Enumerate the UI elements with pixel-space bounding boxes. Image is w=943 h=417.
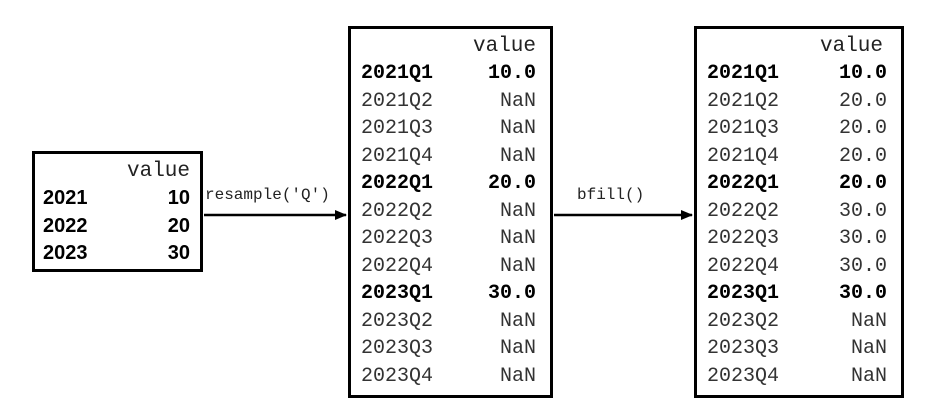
resampled-table-row: 2022Q2 NaN: [351, 200, 550, 227]
filled-table-row-index: 2021Q1: [707, 62, 780, 85]
source-table-row-index: 2022: [43, 214, 88, 237]
source-table-row: 2023 30: [35, 242, 200, 269]
filled-table-row: 2023Q1 30.0: [697, 282, 901, 309]
filled-table-row-value: 30.0: [838, 199, 887, 223]
filled-table-row: 2022Q4 30.0: [697, 255, 901, 282]
resampled-table-row-index: 2023Q1: [361, 282, 434, 305]
filled-table-row-value: 10.0: [838, 62, 887, 85]
filled-table-row: 2023Q2 NaN: [697, 310, 901, 337]
resampled-table-row: 2023Q2 NaN: [351, 310, 550, 337]
resampled-table-row-index: 2022Q4: [361, 254, 434, 278]
source-table-row-index: 2023: [43, 242, 88, 264]
filled-table-row-index: 2022Q1: [707, 172, 780, 195]
resampled-table-row-value: NaN: [499, 309, 536, 333]
filled-table-row-value: 20.0: [838, 117, 887, 140]
resampled-table-row-index: 2023Q3: [361, 337, 434, 360]
filled-table-row-value: NaN: [850, 337, 887, 360]
filled-table-row-value: NaN: [850, 309, 887, 333]
resampled-table-row: 2022Q4 NaN: [351, 255, 550, 282]
filled-table-row-value: 20.0: [838, 172, 887, 195]
filled-table-row: 2021Q2 20.0: [697, 90, 901, 117]
filled-table-row-index: 2021Q3: [707, 117, 780, 140]
resampled-table-row-value: NaN: [499, 89, 536, 113]
filled-table-row-value: 30.0: [838, 227, 887, 250]
filled-table-row-index: 2023Q3: [707, 337, 780, 360]
resampled-table-row-index: 2022Q2: [361, 199, 434, 223]
resampled-table-row: 2023Q4 NaN: [351, 365, 550, 392]
resampled-table-row-index: 2023Q4: [361, 364, 434, 388]
resampled-table-row: 2021Q4 NaN: [351, 145, 550, 172]
resampled-table-header: value: [472, 35, 536, 58]
source-table-row-value: 20: [167, 214, 190, 237]
resampled-table-row-value: NaN: [499, 227, 536, 250]
filled-table-row: 2023Q4 NaN: [697, 365, 901, 392]
filled-table-row-index: 2023Q2: [707, 309, 780, 333]
filled-table-row-index: 2021Q4: [707, 144, 780, 168]
resampled-table-row: 2022Q3 NaN: [351, 227, 550, 254]
bfill-arrow-label: bfill(): [577, 186, 645, 204]
filled-table-row-index: 2022Q4: [707, 254, 780, 278]
source-table: value 2021 10 2022 20 2023 30: [32, 151, 203, 272]
resampled-table-row: 2021Q3 NaN: [351, 117, 550, 144]
filled-table-row-index: 2022Q2: [707, 199, 780, 223]
resampled-table-row-value: NaN: [499, 117, 536, 140]
resampled-table-row-value: NaN: [499, 337, 536, 360]
filled-table-row-index: 2023Q4: [707, 364, 780, 388]
resampled-table-row: 2023Q3 NaN: [351, 337, 550, 364]
resampled-table-row: 2021Q2 NaN: [351, 90, 550, 117]
resampled-table-row-index: 2023Q2: [361, 309, 434, 333]
filled-table-row-value: 30.0: [838, 254, 887, 278]
resampled-table-row-index: 2021Q2: [361, 89, 434, 113]
source-table-header: value: [126, 160, 190, 183]
resampled-table-row-value: 30.0: [487, 282, 536, 305]
source-table-row-value: 10: [167, 187, 190, 209]
source-table-row-index: 2021: [43, 187, 88, 209]
filled-table-row: 2022Q1 20.0: [697, 172, 901, 199]
resampled-table-row-index: 2021Q1: [361, 62, 434, 85]
filled-table-row: 2021Q3 20.0: [697, 117, 901, 144]
resampled-table-row: 2023Q1 30.0: [351, 282, 550, 309]
source-table-row-value: 30: [167, 242, 190, 264]
resampled-table-row-value: NaN: [499, 199, 536, 223]
filled-table-row: 2022Q3 30.0: [697, 227, 901, 254]
resampled-table-row-value: 10.0: [487, 62, 536, 85]
filled-table-row-index: 2022Q3: [707, 227, 780, 250]
resampled-table-row-value: NaN: [499, 254, 536, 278]
resampled-table-row-index: 2022Q3: [361, 227, 434, 250]
filled-table-row-value: 30.0: [838, 282, 887, 305]
resample-arrow-label: resample('Q'): [205, 186, 330, 204]
resampled-table-row-index: 2021Q4: [361, 144, 434, 168]
filled-table-row-value: 20.0: [838, 144, 887, 168]
filled-table-row-value: NaN: [850, 364, 887, 388]
filled-table-row: 2021Q1 10.0: [697, 62, 901, 89]
filled-table-row-index: 2023Q1: [707, 282, 780, 305]
filled-table-row: 2022Q2 30.0: [697, 200, 901, 227]
filled-table-row-index: 2021Q2: [707, 89, 780, 113]
filled-table-row: 2021Q4 20.0: [697, 145, 901, 172]
source-table-row: 2021 10: [35, 187, 200, 214]
resampled-table-row: 2021Q1 10.0: [351, 62, 550, 89]
source-table-row: 2022 20: [35, 215, 200, 242]
resampled-table-row-value: NaN: [499, 364, 536, 388]
filled-table-row: 2023Q3 NaN: [697, 337, 901, 364]
resampled-table-row: 2022Q1 20.0: [351, 172, 550, 199]
resampled-table-row-value: 20.0: [487, 172, 536, 195]
resampled-table-row-index: 2021Q3: [361, 117, 434, 140]
resampled-table-row-index: 2022Q1: [361, 172, 434, 195]
filled-table-row-value: 20.0: [838, 89, 887, 113]
filled-table-header: value: [819, 35, 883, 58]
resampled-table-row-value: NaN: [499, 144, 536, 168]
